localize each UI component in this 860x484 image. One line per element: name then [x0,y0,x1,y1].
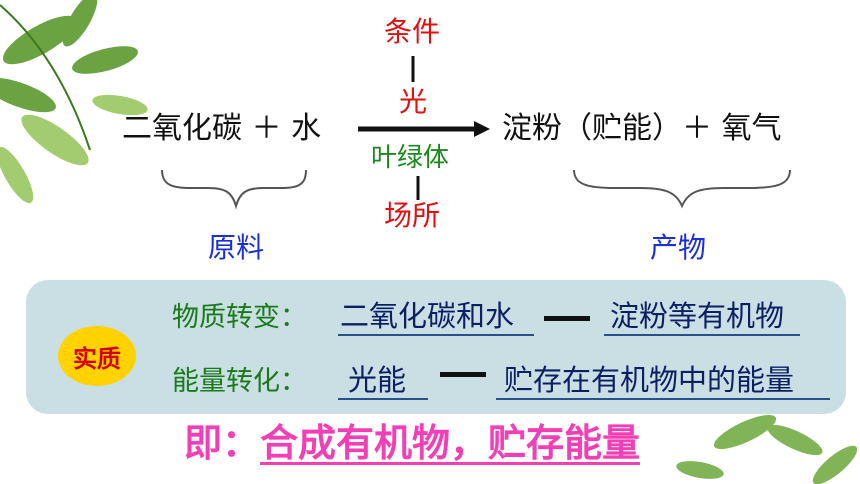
energy-to: 贮存在有机物中的能量 [504,363,795,397]
products-label: 产物 [650,231,707,264]
energy-to-underline [496,398,830,400]
condition-title: 条件 [384,15,441,48]
matter-from-underline [338,334,534,336]
site-title: 场所 [384,199,441,232]
energy-label: 能量转化： [172,366,307,397]
summary-text: 合成有机物，贮存能量 [260,421,641,465]
matter-to-underline [604,334,800,336]
energy-from-underline [338,398,428,400]
matter-arrow [544,316,590,321]
products: 淀粉（贮能）＋ 氧气 [502,111,782,146]
matter-to: 淀粉等有机物 [610,299,785,333]
matter-from: 二氧化碳和水 [340,299,515,333]
essence-panel [26,280,846,414]
summary: 即：合成有机物，贮存能量 [184,424,640,462]
essence-badge: 实质 [58,326,136,386]
reactants: 二氧化碳 ＋ 水 [122,111,322,146]
condition: 光 [399,85,428,118]
energy-arrow [440,372,486,377]
site: 叶绿体 [371,143,450,173]
energy-from: 光能 [348,363,407,397]
reactants-label: 原料 [208,231,265,264]
summary-prefix: 即： [184,421,261,465]
matter-label: 物质转变： [172,302,307,333]
